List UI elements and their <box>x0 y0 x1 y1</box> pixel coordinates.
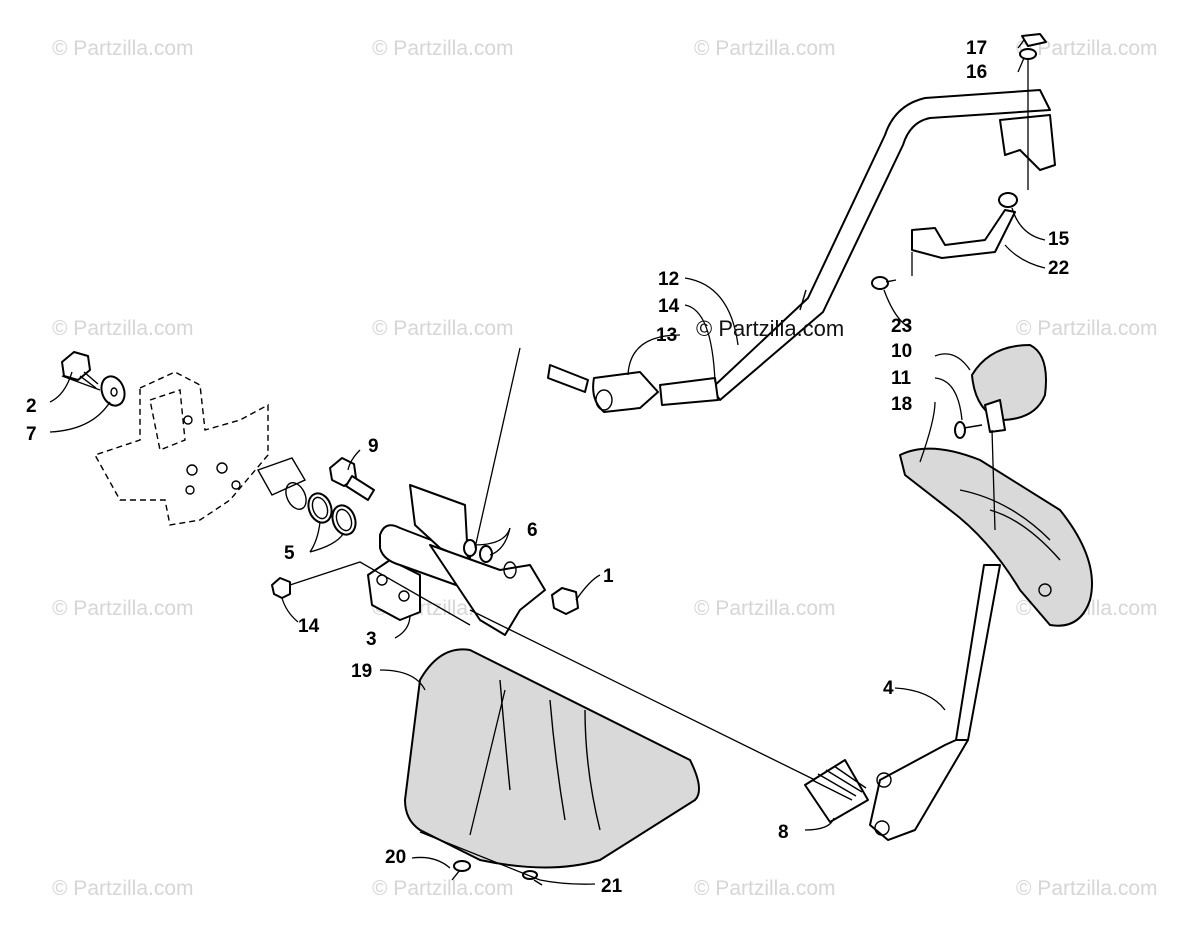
pedal-bracket-part-3 <box>367 484 546 636</box>
screw-part-20 <box>451 860 471 881</box>
callout-16: 16 <box>966 62 987 83</box>
callout-17: 17 <box>966 38 987 59</box>
threaded-end-part-14 <box>659 377 719 406</box>
callout-14: 14 <box>298 616 320 637</box>
lever-arm-part-22 <box>911 209 1016 259</box>
watermark: © Partzilla.com <box>52 877 194 900</box>
callout-11: 11 <box>891 368 912 389</box>
bushing-part-15 <box>998 192 1018 208</box>
bolt-part-9 <box>329 457 375 501</box>
watermark: © Partzilla.com <box>1016 37 1158 60</box>
nut-part-1 <box>551 587 579 615</box>
watermark: © Partzilla.com <box>694 597 836 620</box>
washer-part-16 <box>1019 48 1037 60</box>
watermark: © Partzilla.com <box>694 877 836 900</box>
pedal-arm-part-4 <box>869 564 1001 841</box>
washer-part-7 <box>100 375 126 407</box>
nut-part-14 <box>271 577 291 599</box>
watermark: © Partzilla.com <box>1016 317 1158 340</box>
callout-4: 4 <box>883 678 894 699</box>
watermark: © Partzilla.com <box>52 317 194 340</box>
screw-part-11 <box>954 421 983 439</box>
callout-9: 9 <box>368 436 379 457</box>
callout-5: 5 <box>284 543 295 564</box>
clip-part-17 <box>1021 33 1047 47</box>
watermark: © Partzilla.com <box>372 877 514 900</box>
spring-part-8 <box>804 759 869 823</box>
callout-22: 22 <box>1048 258 1069 279</box>
watermark: © Partzilla.com <box>52 597 194 620</box>
callout-3: 3 <box>366 629 377 650</box>
callout-12: 12 <box>658 269 679 290</box>
leader-lines <box>49 39 1046 885</box>
callout-20: 20 <box>385 847 406 868</box>
watermark: © Partzilla.com <box>52 37 194 60</box>
callout-7: 7 <box>26 424 37 445</box>
callout-13: 13 <box>656 325 677 346</box>
watermark: © Partzilla.com <box>372 37 514 60</box>
callout-1: 1 <box>603 566 614 587</box>
knob-part-10 <box>971 344 1047 433</box>
pedal-cover-part-19 <box>404 648 700 869</box>
watermark: © Partzilla.com <box>372 317 514 340</box>
frame-outline <box>93 371 307 526</box>
callout-15: 15 <box>1048 229 1070 250</box>
callout-2: 2 <box>26 396 37 417</box>
rod-end-part-13 <box>547 364 659 413</box>
callout-10: 10 <box>891 341 912 362</box>
callout-labels: 1 2 3 4 5 6 7 8 9 10 11 12 13 14 14 15 1… <box>26 38 1070 897</box>
callout-23: 23 <box>891 316 912 337</box>
watermark: © Partzilla.com <box>694 37 836 60</box>
callout-6: 6 <box>527 520 538 541</box>
bolt-part-23 <box>871 276 897 290</box>
assembly-lines <box>61 58 1029 881</box>
callout-19: 19 <box>351 661 372 682</box>
watermark: © Partzilla.com <box>1016 877 1158 900</box>
center-watermark: © Partzilla.com <box>696 316 844 341</box>
o-rings-part-5 <box>307 492 357 536</box>
callout-8: 8 <box>778 822 789 843</box>
bolt-part-2 <box>61 351 99 389</box>
screw-part-21 <box>522 870 543 886</box>
callout-18: 18 <box>891 394 912 415</box>
pedal-pad-part-18 <box>899 447 1093 627</box>
callout-21: 21 <box>601 876 623 897</box>
callout-14: 14 <box>658 296 680 317</box>
